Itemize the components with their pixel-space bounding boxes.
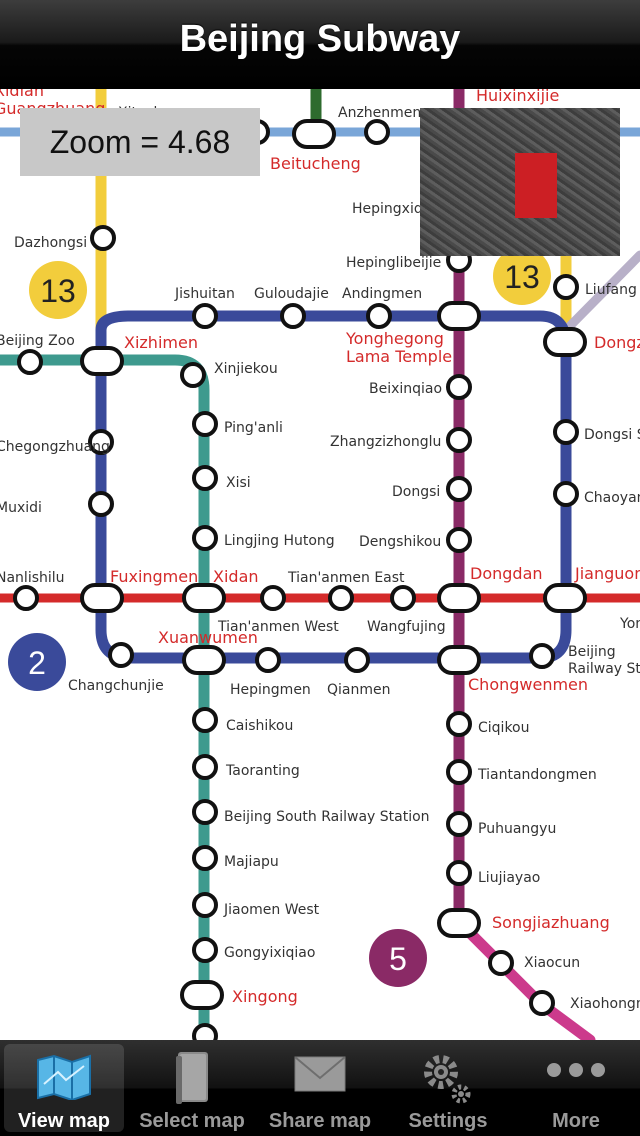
gear-icon bbox=[421, 1050, 475, 1110]
svg-text:Dongzhimen: Dongzhimen bbox=[594, 333, 640, 352]
svg-text:Tian'anmen East: Tian'anmen East bbox=[287, 570, 405, 586]
tab-label: Share map bbox=[268, 1110, 372, 1132]
svg-text:Lama Temple: Lama Temple bbox=[346, 347, 452, 366]
tab-label: Select map bbox=[139, 1110, 245, 1132]
book-icon bbox=[172, 1050, 212, 1110]
svg-text:Dongdan: Dongdan bbox=[470, 564, 543, 583]
station-xizhimen bbox=[80, 346, 124, 376]
svg-text:Taoranting: Taoranting bbox=[225, 763, 300, 779]
svg-text:Beixinqiao: Beixinqiao bbox=[369, 381, 442, 397]
svg-text:Muxidi: Muxidi bbox=[0, 500, 42, 516]
svg-text:Xiaohongmen: Xiaohongmen bbox=[570, 996, 640, 1012]
svg-text:5: 5 bbox=[389, 941, 407, 977]
tab-more[interactable]: More bbox=[512, 1040, 640, 1136]
svg-text:Songjiazhuang: Songjiazhuang bbox=[492, 913, 610, 932]
svg-text:Yonghegong: Yonghegong bbox=[345, 329, 444, 348]
svg-text:Dengshikou: Dengshikou bbox=[359, 534, 441, 550]
station-xidan bbox=[182, 583, 226, 613]
svg-text:Beijing South Railway Station: Beijing South Railway Station bbox=[224, 809, 430, 825]
svg-text:Dongsi: Dongsi bbox=[392, 484, 440, 500]
svg-text:Caishikou: Caishikou bbox=[226, 718, 293, 734]
zoom-indicator: Zoom = 4.68 bbox=[20, 108, 260, 176]
svg-text:Majiapu: Majiapu bbox=[224, 854, 279, 870]
svg-text:Ping'anli: Ping'anli bbox=[224, 420, 283, 436]
svg-text:Xiaocun: Xiaocun bbox=[524, 955, 580, 971]
svg-text:Qianmen: Qianmen bbox=[327, 682, 391, 698]
svg-text:Puhuangyu: Puhuangyu bbox=[478, 821, 556, 837]
svg-text:Xidan: Xidan bbox=[213, 567, 259, 586]
tab-share-map[interactable]: Share map bbox=[256, 1040, 384, 1136]
station-dongzhimen bbox=[543, 327, 587, 357]
tab-settings[interactable]: Settings bbox=[384, 1040, 512, 1136]
svg-text:Dazhongsi: Dazhongsi bbox=[14, 235, 87, 251]
svg-text:13: 13 bbox=[504, 259, 540, 295]
station-fuxingmen bbox=[80, 583, 124, 613]
svg-text:Railway Station: Railway Station bbox=[568, 661, 640, 677]
svg-text:Xinjiekou: Xinjiekou bbox=[214, 361, 278, 377]
tab-label: Settings bbox=[408, 1110, 488, 1132]
station-beitucheng bbox=[292, 119, 336, 149]
page-title: Beijing Subway bbox=[179, 18, 461, 60]
svg-text:Changchunjie: Changchunjie bbox=[68, 678, 164, 694]
station-xuanwumen bbox=[182, 645, 226, 675]
svg-text:Jishuitan: Jishuitan bbox=[174, 286, 235, 302]
tab-label: View map bbox=[18, 1110, 110, 1132]
svg-text:13: 13 bbox=[40, 273, 76, 309]
svg-text:Liufang: Liufang bbox=[585, 282, 637, 298]
minimap[interactable] bbox=[420, 108, 620, 256]
svg-text:Xizhimen: Xizhimen bbox=[124, 333, 198, 352]
svg-text:Chongwenmen: Chongwenmen bbox=[468, 675, 588, 694]
tab-bar: View map Select map Share map bbox=[0, 1040, 640, 1136]
svg-text:Hepinglibeijie: Hepinglibeijie bbox=[346, 255, 441, 271]
svg-text:Lingjing Hutong: Lingjing Hutong bbox=[224, 533, 335, 549]
svg-text:Chaoyangmen: Chaoyangmen bbox=[584, 490, 640, 506]
tab-select-map[interactable]: Select map bbox=[128, 1040, 256, 1136]
svg-text:Xuanwumen: Xuanwumen bbox=[158, 628, 258, 647]
svg-text:Huixinxijie: Huixinxijie bbox=[476, 86, 559, 105]
minimap-viewport[interactable] bbox=[515, 153, 557, 218]
more-icon bbox=[546, 1062, 606, 1082]
station-jianguomen bbox=[543, 583, 587, 613]
svg-text:Chegongzhuang: Chegongzhuang bbox=[0, 439, 110, 455]
svg-text:Liujiayao: Liujiayao bbox=[478, 870, 540, 886]
svg-text:2: 2 bbox=[28, 645, 46, 681]
svg-text:Beijing Zoo: Beijing Zoo bbox=[0, 333, 75, 349]
navigation-bar: Beijing Subway bbox=[0, 0, 640, 89]
svg-text:Xisi: Xisi bbox=[226, 475, 251, 491]
station-yonghegong bbox=[437, 301, 481, 331]
svg-text:Guloudajie: Guloudajie bbox=[254, 286, 329, 302]
svg-text:Hepingmen: Hepingmen bbox=[230, 682, 311, 698]
svg-text:Zhangzizhonglu: Zhangzizhonglu bbox=[330, 434, 441, 450]
svg-text:Dongsi Shitiao: Dongsi Shitiao bbox=[584, 427, 640, 443]
svg-text:Beitucheng: Beitucheng bbox=[270, 154, 361, 173]
svg-text:Anzhenmen: Anzhenmen bbox=[338, 105, 421, 121]
tab-label: More bbox=[552, 1110, 600, 1132]
line-10 bbox=[561, 250, 640, 335]
svg-text:Jianguomen: Jianguomen bbox=[574, 564, 640, 583]
svg-text:Beijing: Beijing bbox=[568, 644, 616, 660]
station-chongwenmen bbox=[437, 645, 481, 675]
svg-text:Andingmen: Andingmen bbox=[342, 286, 422, 302]
svg-text:Wangfujing: Wangfujing bbox=[367, 619, 446, 635]
svg-text:Tiantandongmen: Tiantandongmen bbox=[477, 767, 597, 783]
svg-text:Ciqikou: Ciqikou bbox=[478, 720, 530, 736]
envelope-icon bbox=[294, 1056, 346, 1096]
tab-view-map[interactable]: View map bbox=[4, 1044, 124, 1132]
line-5-tail bbox=[453, 916, 596, 1046]
station-xingong bbox=[180, 980, 224, 1010]
svg-text:Fuxingmen: Fuxingmen bbox=[110, 567, 198, 586]
svg-text:Tian'anmen West: Tian'anmen West bbox=[217, 619, 339, 635]
line-badges: 13 13 2 5 bbox=[8, 247, 551, 987]
svg-text:Gongyixiqiao: Gongyixiqiao bbox=[224, 945, 315, 961]
svg-text:Nanlishilu: Nanlishilu bbox=[0, 570, 65, 586]
station-songjiazhuang bbox=[437, 908, 481, 938]
map-icon bbox=[36, 1054, 92, 1104]
svg-text:Jiaomen West: Jiaomen West bbox=[223, 902, 320, 918]
station-dongdan bbox=[437, 583, 481, 613]
svg-text:Yonganli: Yonganli bbox=[619, 616, 640, 632]
svg-text:Xingong: Xingong bbox=[232, 987, 298, 1006]
